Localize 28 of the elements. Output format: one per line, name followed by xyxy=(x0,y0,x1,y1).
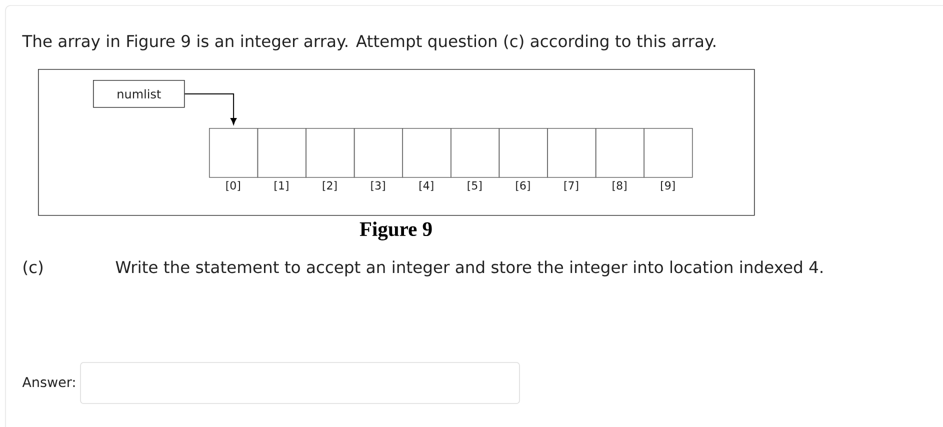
figure-caption: Figure 9 xyxy=(360,222,432,240)
instruction-text: The array in Figure 9 is an integer array. Attempt question (c) according to this array. xyxy=(22,34,716,50)
index-label: [3] xyxy=(371,181,385,191)
index-label: [7] xyxy=(564,181,578,191)
array-cell xyxy=(498,128,548,178)
question-text: Write the statement to accept an integer and store the integer into location indexed 4. xyxy=(116,260,822,276)
array-cell xyxy=(306,128,355,178)
array-cell xyxy=(547,128,596,178)
array-cell xyxy=(209,128,258,178)
array-cell xyxy=(257,128,306,178)
variable-box: numlist xyxy=(93,80,185,108)
index-label: [5] xyxy=(468,181,482,191)
figure-frame xyxy=(38,69,755,216)
question-number: (c) xyxy=(24,260,42,276)
answer-label: Answer: xyxy=(22,377,75,388)
array-cell xyxy=(450,128,500,178)
index-label: [0] xyxy=(226,181,240,191)
array-cell xyxy=(595,128,644,178)
arrow xyxy=(184,93,237,125)
array-cell xyxy=(402,128,452,178)
array-cell xyxy=(644,128,693,178)
index-label: [2] xyxy=(322,181,337,191)
index-label: [1] xyxy=(274,181,288,191)
array-cell xyxy=(354,128,403,178)
index-label: [9] xyxy=(661,181,675,191)
index-label: [6] xyxy=(516,181,530,191)
index-label: [8] xyxy=(612,181,626,191)
index-label: [4] xyxy=(420,181,434,191)
